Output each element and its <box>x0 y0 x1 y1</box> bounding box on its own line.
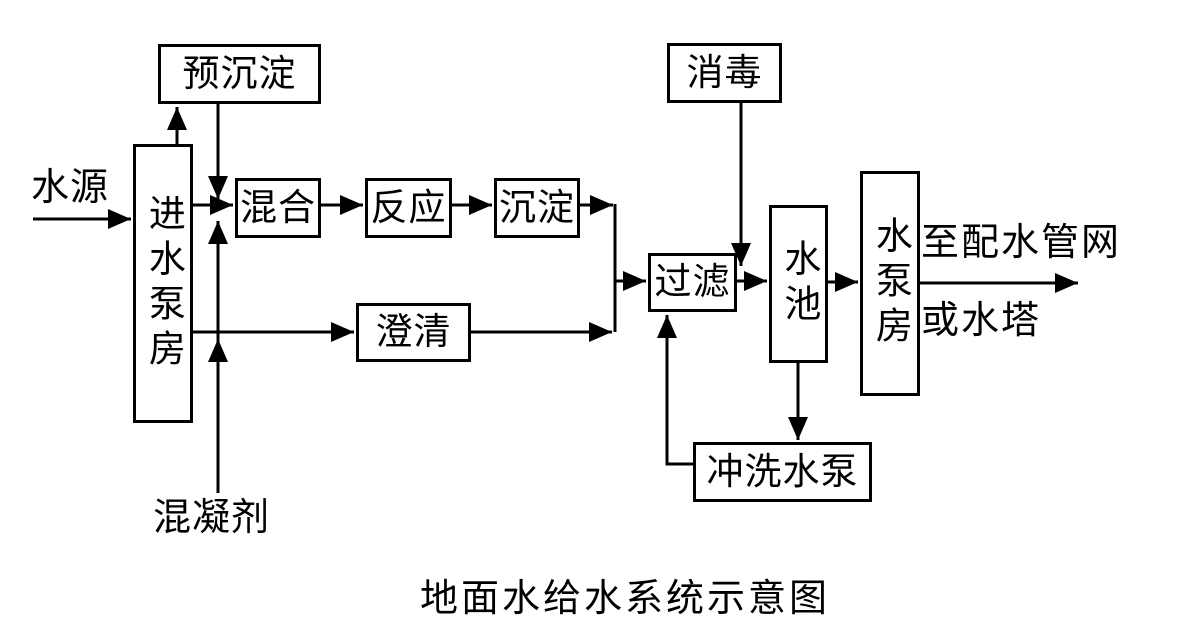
node-reaction-label: 反应 <box>370 185 447 229</box>
label-water-source: 水源 <box>31 165 110 209</box>
node-pump-house-label: 水泵房 <box>869 216 913 351</box>
node-reaction: 反应 <box>365 178 452 238</box>
node-disinfection-label: 消毒 <box>686 50 763 94</box>
label-outlet-distribution-network: 至配水管网 <box>921 220 1122 264</box>
node-intake-pump-house-label: 进水泵房 <box>142 193 186 374</box>
node-mixing: 混合 <box>235 178 321 238</box>
node-filtration: 过滤 <box>648 253 737 312</box>
node-pre-sedimentation-label: 预沉淀 <box>182 51 297 95</box>
node-pump-house: 水泵房 <box>860 171 920 396</box>
node-backwash-pump-label: 冲洗水泵 <box>706 449 859 493</box>
node-filtration-label: 过滤 <box>654 260 731 304</box>
label-coagulant: 混凝剂 <box>153 495 271 539</box>
node-sedimentation-label: 沉淀 <box>499 185 575 229</box>
node-clarification: 澄清 <box>356 303 471 362</box>
node-clarification-label: 澄清 <box>375 310 452 354</box>
node-pre-sedimentation: 预沉淀 <box>158 44 321 104</box>
node-backwash-pump: 冲洗水泵 <box>693 442 872 502</box>
diagram-title: 地面水给水系统示意图 <box>420 576 831 620</box>
node-sedimentation: 沉淀 <box>494 178 580 238</box>
arrow-backwash-to-filtration <box>657 315 693 466</box>
node-intake-pump-house: 进水泵房 <box>133 144 193 423</box>
node-disinfection: 消毒 <box>667 43 782 103</box>
node-mixing-label: 混合 <box>240 185 316 229</box>
label-outlet-water-tower: 或水塔 <box>921 298 1042 342</box>
node-water-tank-label: 水池 <box>777 239 821 329</box>
node-water-tank: 水池 <box>769 205 828 363</box>
